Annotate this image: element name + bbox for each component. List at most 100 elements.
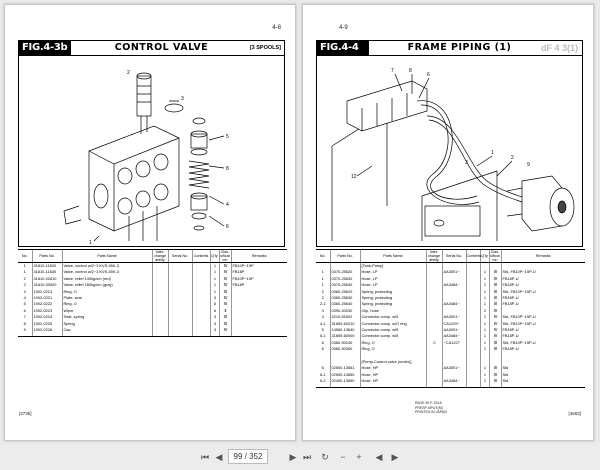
table-cell (425, 275, 442, 283)
table-cell: Ring, O (359, 346, 426, 353)
page-number-input[interactable]: 99 / 352 (228, 449, 268, 464)
table-cell (359, 352, 426, 360)
print-info-line: PRINTED IN JAPAN (415, 409, 447, 414)
table-cell: 1 (479, 346, 489, 353)
table-cell (441, 346, 466, 353)
figure-title: FRAME PIPING (1) (407, 42, 512, 53)
table-cell: Ring, O (359, 339, 426, 347)
table-cell: 14560-13640 (329, 327, 360, 334)
table-cell (329, 262, 360, 270)
table-cell (151, 314, 168, 321)
table-cell: 0370-25640 (329, 282, 360, 289)
table-cell: Hose, LP (359, 275, 426, 283)
table-cell: 6 (209, 301, 219, 308)
table-cell: Ⅲ (488, 288, 501, 296)
svg-text:1: 1 (89, 240, 92, 246)
table-cell (167, 275, 192, 283)
table-cell: Ⅲ (218, 301, 231, 308)
table-cell: ~CA1227 (441, 339, 466, 347)
table-cell: 0360-90260 (329, 346, 360, 353)
table-cell: Std, FB10P~15P-U (500, 339, 585, 347)
table-cell (500, 307, 585, 315)
first-page-button[interactable]: ⏮ (200, 452, 210, 462)
table-cell: FB10P~15P (230, 275, 287, 283)
table-cell (441, 352, 466, 360)
table-cell (151, 282, 168, 289)
table-cell (151, 301, 168, 308)
table-cell: 6 (23, 307, 26, 313)
table-cell: 1 (209, 282, 219, 289)
table-cell: 31810-00520 (31, 282, 62, 289)
zoom-in-button[interactable]: + (356, 452, 362, 462)
table-cell: 2 (321, 288, 324, 294)
page-prev-arrow[interactable]: ◀ (375, 452, 383, 462)
table-cell: 1 (479, 269, 489, 276)
table-cell (441, 307, 466, 315)
table-cell (425, 352, 442, 360)
svg-text:4: 4 (226, 202, 229, 208)
table-cell: 1 (479, 327, 489, 334)
table-cell: 2 (23, 275, 26, 281)
svg-text:8: 8 (226, 166, 229, 172)
table-cell: Ⅳ (218, 262, 231, 270)
page-next-arrow[interactable]: ▶ (391, 452, 399, 462)
column-header: Contents (191, 249, 210, 263)
previous-page-button[interactable]: ◀ (215, 452, 223, 462)
table-cell: 1 (209, 288, 219, 296)
table-cell: 1 (479, 333, 489, 340)
column-header: Contents (465, 249, 481, 263)
page-code: [4663] (568, 411, 581, 416)
table-cell (191, 262, 210, 270)
table-cell: Valve, control w/2~3 KVS-45K-3 (61, 262, 152, 270)
table-cell: 3 (209, 320, 219, 328)
table-cell: 0360-90240 (329, 339, 360, 347)
left-page: 4-8 FIG.4-3b CONTROL VALVE [3 SPOOLS] (4, 4, 296, 441)
column-header: Remarks (230, 249, 287, 263)
table-cell: Ⅳ (488, 314, 501, 321)
table-cell: 4210-81602 (329, 314, 360, 321)
table-cell: 1902-0226 (31, 327, 62, 334)
table-cell (441, 295, 466, 302)
table-cell: 1 (479, 275, 489, 283)
table-cell: Hose, HP (359, 365, 426, 372)
table-cell (425, 288, 442, 296)
table-cell (191, 301, 210, 308)
last-page-button[interactable]: ⏭ (302, 452, 312, 462)
table-cell: Ring, O (61, 301, 152, 308)
table-cell: Ⅲ (488, 346, 501, 353)
table-cell: 0360-25620 (329, 288, 360, 296)
table-cell: 4 (321, 314, 324, 320)
table-cell (465, 275, 480, 283)
table-cell (425, 333, 442, 340)
table-cell: AA3484~ (441, 333, 466, 340)
table-cell: FB18P-U (500, 346, 585, 353)
svg-text:2: 2 (127, 70, 130, 76)
next-page-button[interactable]: ▶ (289, 452, 297, 462)
table-cell: 6 (321, 339, 324, 345)
table-cell (441, 371, 466, 379)
table-cell: 1 (479, 365, 489, 372)
table-cell (500, 352, 585, 360)
table-cell: Ⅳ (218, 275, 231, 283)
table-cell (425, 314, 442, 321)
table-cell: Ring, O (61, 288, 152, 296)
column-header: No. (316, 249, 330, 263)
table-cell: Ⅱ (218, 307, 231, 315)
table-cell: 0390-40030 (329, 307, 360, 315)
table-cell: Ⅲ (488, 275, 501, 283)
column-header: Clas-sificat ion (488, 249, 501, 263)
figure-number: FIG.4-3b (19, 41, 71, 55)
table-cell (479, 352, 489, 360)
table-cell: 1902-0224 (31, 314, 62, 321)
table-cell: Std (500, 378, 585, 385)
zoom-out-button[interactable]: − (340, 452, 346, 462)
table-cell (488, 262, 501, 270)
table-cell: Ⅳ (218, 295, 231, 302)
rotate-icon[interactable]: ↻ (321, 452, 329, 462)
